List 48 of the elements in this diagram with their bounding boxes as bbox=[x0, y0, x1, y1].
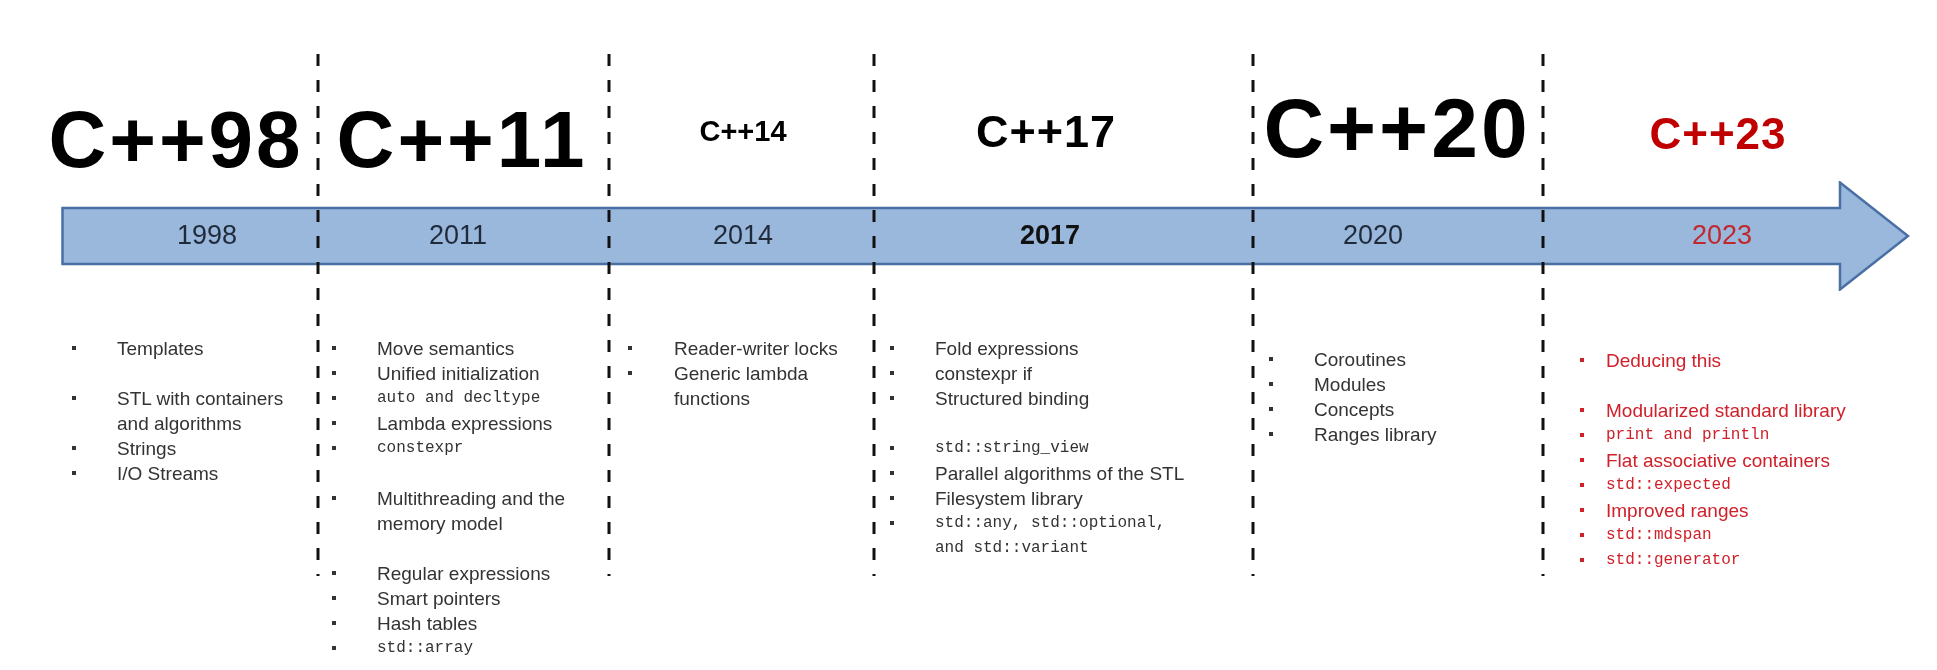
feature-text: std::string_view bbox=[935, 437, 1089, 459]
feature-text: Move semantics bbox=[377, 336, 515, 361]
feature-text: std::array bbox=[377, 637, 473, 659]
feature-text: STL with containers and algorithms bbox=[117, 386, 285, 436]
feature-text: I/O Streams bbox=[117, 461, 219, 486]
feature-text: Ranges library bbox=[1314, 422, 1437, 447]
feature-text: print and println bbox=[1606, 424, 1770, 446]
feature-text: Multithreading and the memory model bbox=[377, 486, 566, 536]
feature-text: Reader-writer locks bbox=[674, 336, 838, 361]
feature-text: Regular expressions bbox=[377, 561, 551, 586]
feature-text: std::mdspan bbox=[1606, 524, 1712, 546]
version-heading: C++98 bbox=[48, 99, 304, 180]
feature-text: Structured binding bbox=[935, 386, 1090, 411]
feature-text: auto and decltype bbox=[377, 387, 541, 409]
version-heading: C++20 bbox=[1263, 85, 1531, 170]
feature-text: Coroutines bbox=[1314, 347, 1406, 372]
feature-text: Deducing this bbox=[1606, 348, 1722, 373]
year-label: 2020 bbox=[1342, 221, 1404, 249]
feature-text: Lambda expressions bbox=[377, 411, 553, 436]
feature-text: Smart pointers bbox=[377, 586, 501, 611]
version-heading: C++11 bbox=[336, 99, 588, 180]
feature-text: Fold expressions bbox=[935, 336, 1079, 361]
feature-text: Templates bbox=[117, 336, 204, 361]
feature-text: constexpr if bbox=[935, 361, 1033, 386]
feature-text: constexpr bbox=[377, 437, 464, 459]
feature-text: Improved ranges bbox=[1606, 498, 1749, 523]
year-label: 1998 bbox=[176, 221, 238, 249]
feature-text: Strings bbox=[117, 436, 177, 461]
version-heading: C++23 bbox=[1649, 111, 1787, 156]
feature-text: Modularized standard library bbox=[1606, 398, 1846, 423]
feature-text: Filesystem library bbox=[935, 486, 1083, 511]
feature-text: std::expected bbox=[1606, 474, 1731, 496]
year-label: 2014 bbox=[712, 221, 774, 249]
feature-text: Unified initialization bbox=[377, 361, 540, 386]
feature-text: Generic lambda functions bbox=[674, 361, 810, 411]
version-heading: C++14 bbox=[699, 117, 787, 147]
timeline-arrow bbox=[61, 181, 1910, 291]
feature-text: Hash tables bbox=[377, 611, 478, 636]
year-label: 2017 bbox=[1019, 221, 1081, 249]
year-label: 2011 bbox=[428, 221, 488, 249]
feature-text: Concepts bbox=[1314, 397, 1395, 422]
feature-text: Parallel algorithms of the STL bbox=[935, 461, 1185, 486]
year-label: 2023 bbox=[1691, 221, 1753, 249]
version-heading: C++17 bbox=[975, 109, 1117, 155]
feature-text: Flat associative containers bbox=[1606, 448, 1830, 473]
feature-text: Modules bbox=[1314, 372, 1386, 397]
feature-text: std::generator bbox=[1606, 549, 1741, 571]
feature-text: std::any, std::optional, and std::variant bbox=[935, 512, 1167, 559]
